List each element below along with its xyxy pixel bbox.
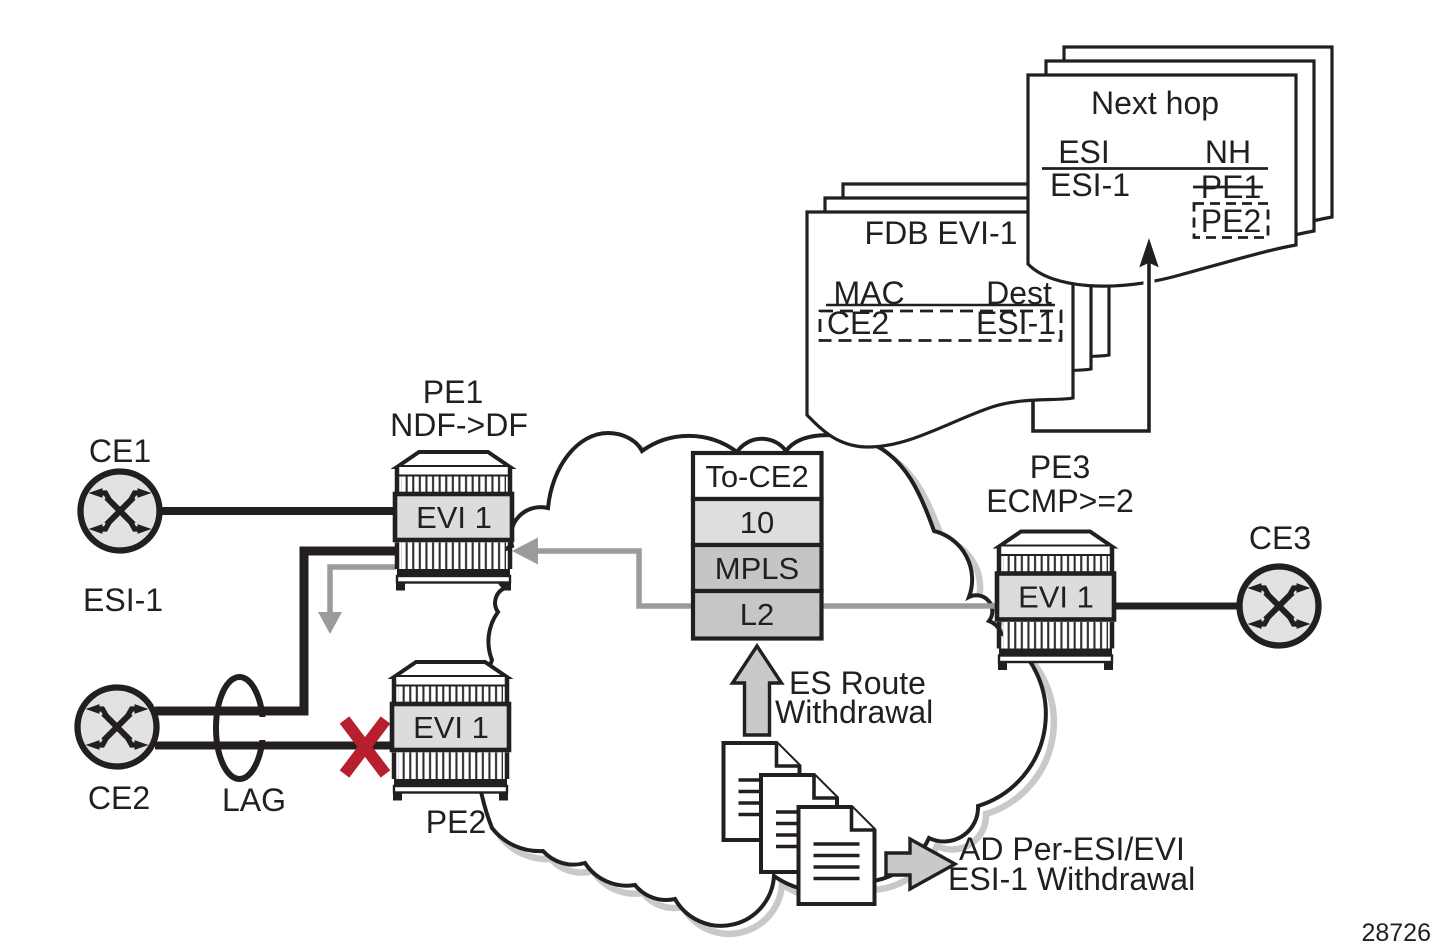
svg-text:NH: NH [1205, 134, 1251, 170]
svg-text:CE2: CE2 [88, 780, 150, 816]
svg-text:PE2: PE2 [426, 804, 486, 840]
svg-text:Withdrawal: Withdrawal [775, 694, 933, 730]
svg-text:Next hop: Next hop [1091, 85, 1219, 121]
svg-text:LAG: LAG [222, 782, 286, 818]
svg-text:ECMP>=2: ECMP>=2 [986, 483, 1134, 519]
svg-text:To-CE2: To-CE2 [705, 459, 808, 494]
svg-text:ESI-1 Withdrawal: ESI-1 Withdrawal [948, 861, 1195, 897]
svg-text:PE2: PE2 [1201, 203, 1261, 239]
svg-text:MPLS: MPLS [715, 551, 799, 586]
svg-text:NDF->DF: NDF->DF [390, 407, 528, 443]
svg-text:PE3: PE3 [1030, 449, 1090, 485]
svg-text:CE2: CE2 [827, 305, 889, 341]
svg-text:FDB EVI-1: FDB EVI-1 [865, 215, 1018, 251]
svg-text:ESI-1: ESI-1 [83, 582, 163, 618]
svg-text:28726: 28726 [1361, 919, 1431, 947]
svg-text:ESI: ESI [1058, 134, 1110, 170]
svg-text:AD Per-ESI/EVI: AD Per-ESI/EVI [959, 831, 1185, 867]
svg-text:CE1: CE1 [89, 433, 151, 469]
svg-text:PE1: PE1 [423, 374, 483, 410]
svg-text:L2: L2 [740, 597, 774, 632]
svg-text:10: 10 [740, 505, 774, 540]
svg-text:ESI-1: ESI-1 [1050, 167, 1130, 203]
svg-text:ES Route: ES Route [789, 665, 926, 701]
svg-text:ESI-1: ESI-1 [976, 305, 1056, 341]
svg-text:CE3: CE3 [1249, 520, 1311, 556]
